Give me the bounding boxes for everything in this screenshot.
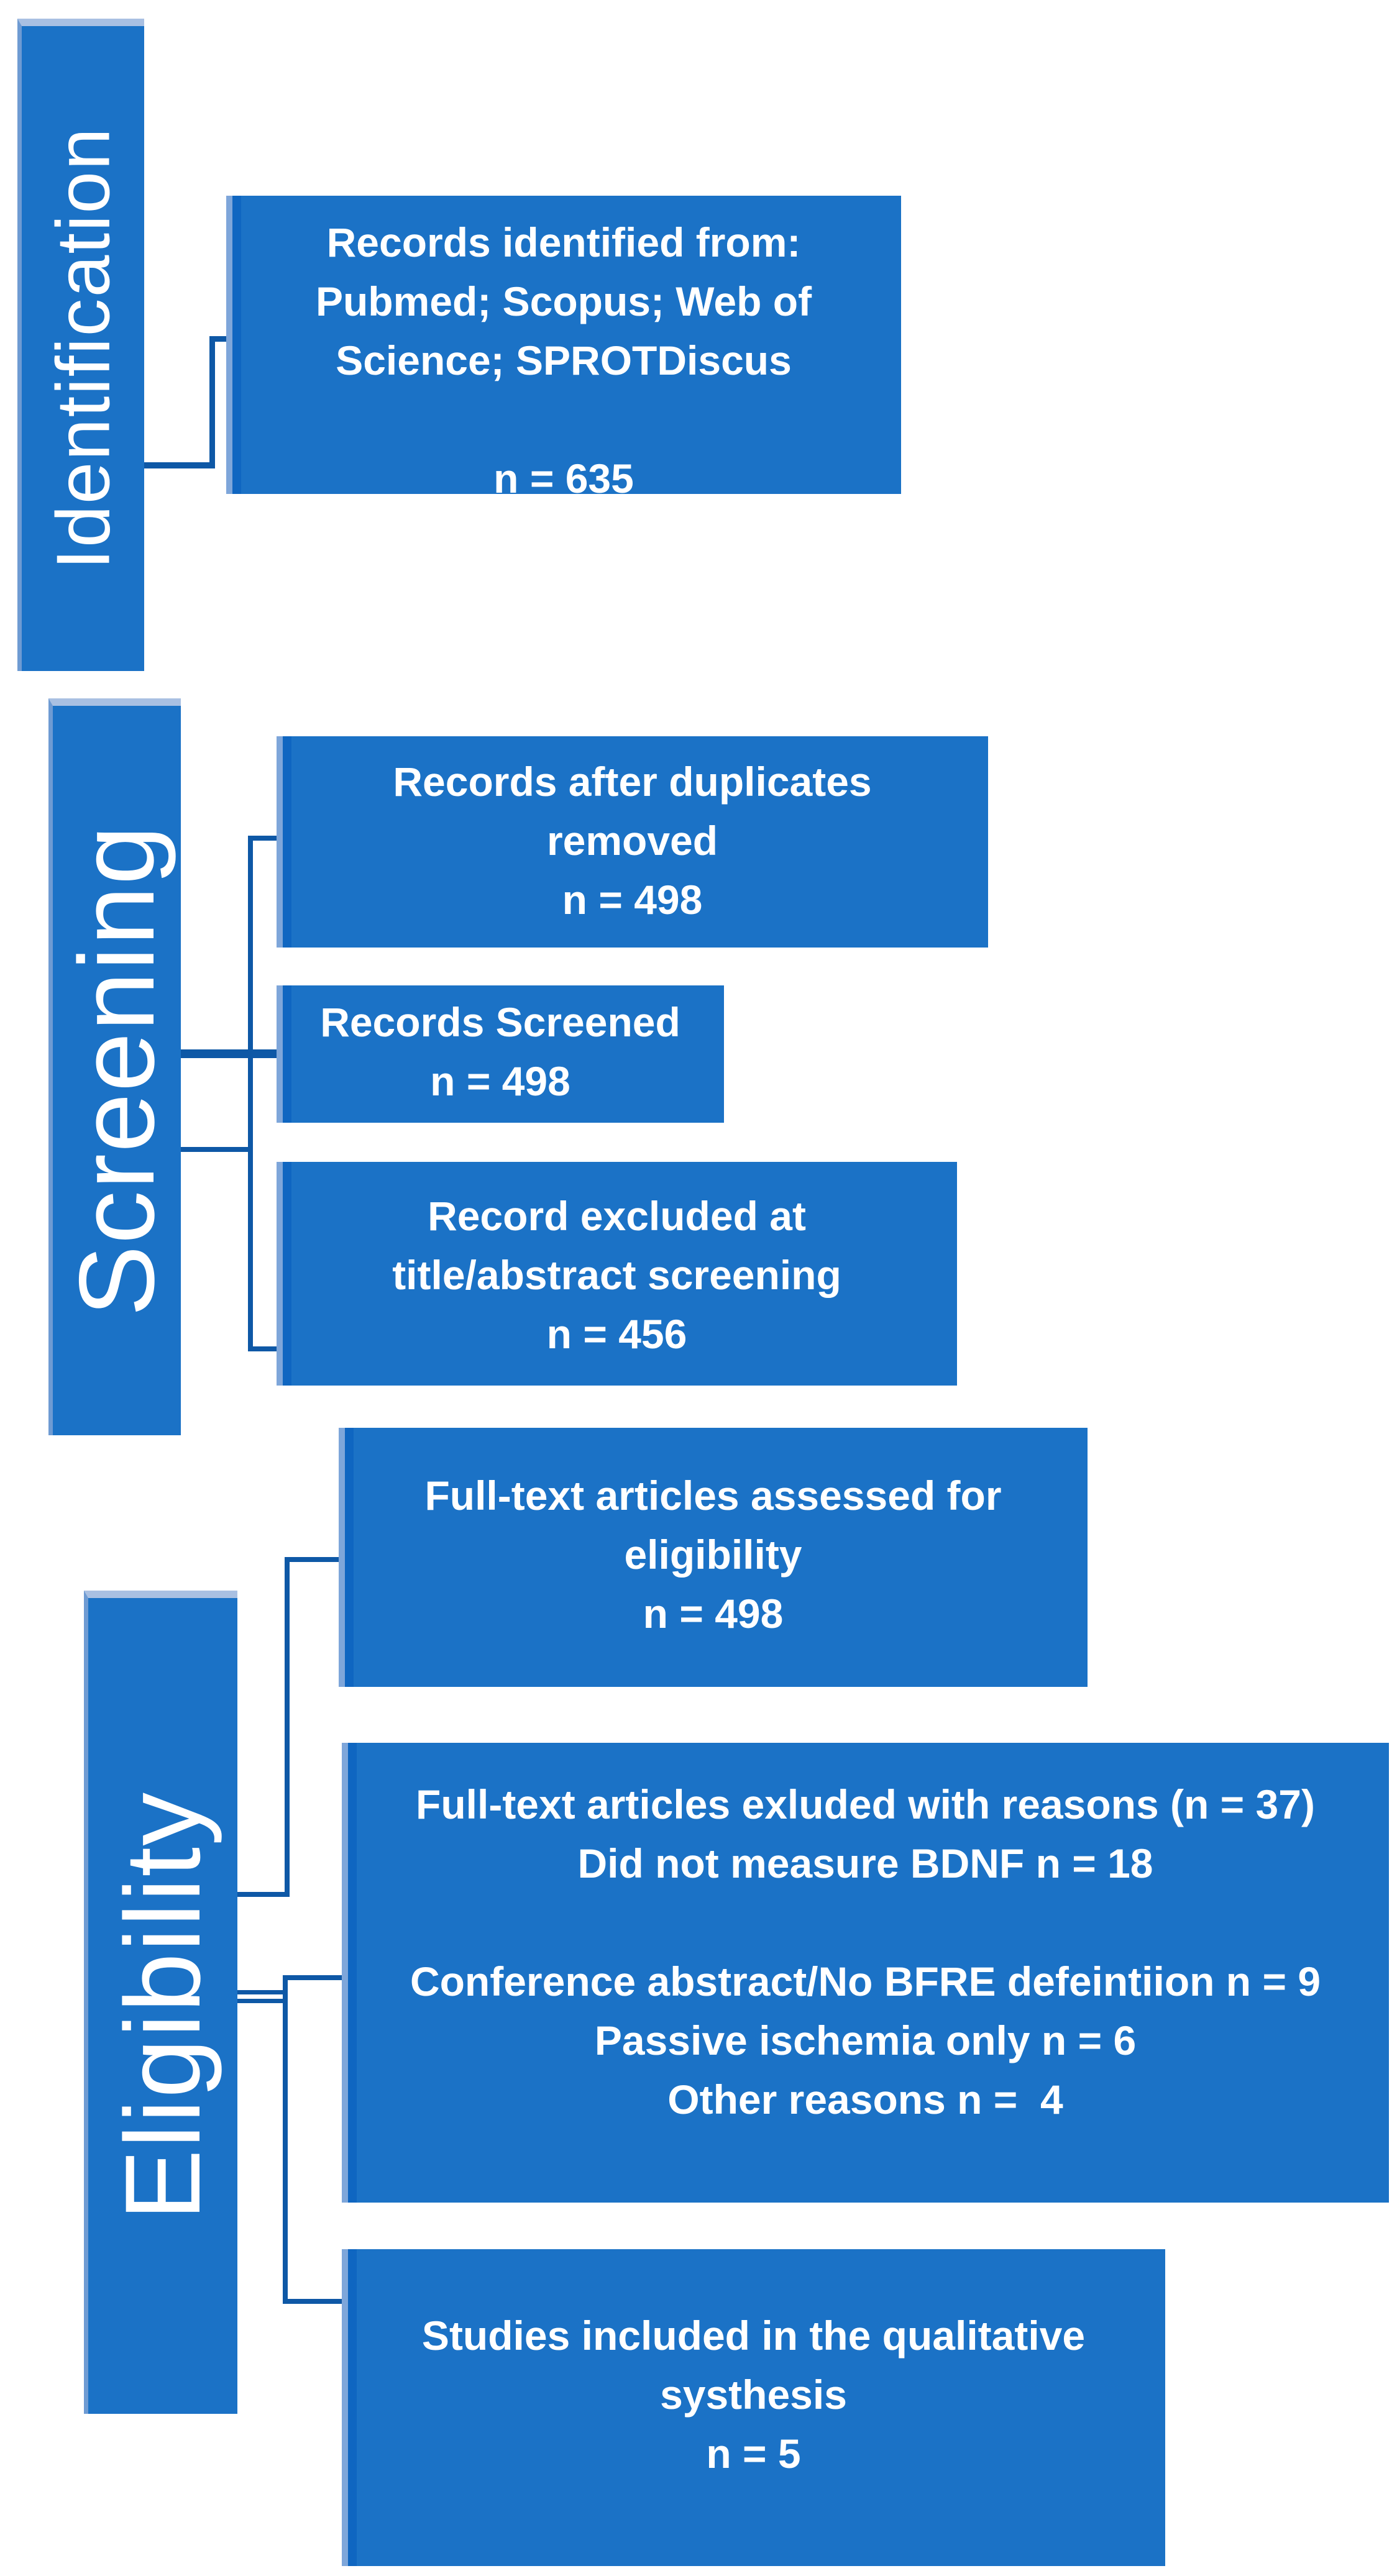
box-text-line: Science; SPROTDiscus <box>336 337 792 383</box>
box-text-line: eligibility <box>624 1532 802 1578</box>
connector-eligibility-horizontal-lower-2 <box>237 1999 288 2003</box>
box-records-excluded-title-abstract: Record excluded at title/abstract screen… <box>277 1162 957 1386</box>
box-studies-included: Studies included in the qualitative syst… <box>342 2249 1165 2566</box>
connector-eligibility-stub-included <box>283 2299 342 2304</box>
box-text-line: systhesis <box>660 2372 847 2418</box>
box-fulltext-excluded-reasons: Full-text articles exluded with reasons … <box>342 1743 1389 2203</box>
box-text-line: removed <box>546 818 718 864</box>
box-text-line: title/abstract screening <box>392 1252 841 1298</box>
box-text-line: Records after duplicates <box>393 759 872 805</box>
box-records-identified: Records identified from: Pubmed; Scopus;… <box>226 196 901 501</box>
stage-bar-eligibility: Eligibility <box>84 1591 237 2414</box>
box-text-line: Full-text articles exluded with reasons … <box>416 1781 1315 1827</box>
box-text-line: Record excluded at <box>428 1193 806 1239</box>
stage-label-screening: Screening <box>57 824 176 1317</box>
box-text-line: Records Screened <box>320 999 680 1045</box>
box-records-after-duplicates-removed: Records after duplicates removed n = 498 <box>277 736 988 948</box>
connector-eligibility-stub-excluded <box>283 1975 342 1980</box>
box-text-line: Did not measure BDNF n = 18 <box>577 1840 1153 1886</box>
box-text-line <box>226 390 901 449</box>
box-text-line: Full-text articles assessed for <box>424 1473 1002 1519</box>
connector-eligibility-horizontal-upper <box>237 1892 290 1897</box>
stage-label-identification: Identification <box>40 127 126 570</box>
box-text-line: Conference abstract/No BFRE defeintiion … <box>410 1958 1321 2004</box>
box-text-line: n = 456 <box>546 1311 687 1357</box>
box-text-line: n = 5 <box>706 2431 801 2477</box>
stage-bar-screening: Screening <box>48 698 181 1435</box>
connector-identification-horizontal <box>144 462 214 468</box>
stage-label-eligibility: Eligibility <box>103 1791 222 2221</box>
box-text-line: n = 498 <box>643 1591 784 1637</box>
connector-eligibility-vertical-upper <box>285 1557 290 1897</box>
connector-eligibility-vertical-lower <box>283 1975 288 2304</box>
box-text-line: Records identified from: <box>326 219 801 265</box>
connector-screening-stub-top <box>248 836 279 841</box>
box-text-line: Passive ischemia only n = 6 <box>594 2017 1137 2063</box>
box-text-line: n = 635 <box>493 455 634 501</box>
connector-screening-main-horizontal <box>181 1049 279 1058</box>
box-records-screened: Records Screened n = 498 <box>277 985 724 1123</box>
connector-screening-vertical <box>248 836 253 1351</box>
box-fulltext-assessed: Full-text articles assessed for eligibil… <box>339 1428 1088 1687</box>
connector-identification-stub <box>209 336 231 342</box>
box-text-line: n = 498 <box>430 1058 570 1104</box>
box-text-line: n = 498 <box>562 877 703 923</box>
connector-screening-stub-bottom <box>248 1346 279 1351</box>
box-text-line: Pubmed; Scopus; Web of <box>315 278 812 324</box>
connector-screening-lower-horizontal <box>181 1147 253 1152</box>
box-text-line: Other reasons n = 4 <box>667 2076 1063 2122</box>
connector-eligibility-stub-assessed <box>285 1557 342 1562</box>
stage-bar-identification: Identification <box>17 19 144 671</box>
box-text-line <box>342 1893 1389 1952</box>
box-text-line: Studies included in the qualitative <box>421 2313 1086 2359</box>
connector-identification-vertical <box>209 336 215 468</box>
connector-eligibility-horizontal-lower-1 <box>237 1990 288 1994</box>
